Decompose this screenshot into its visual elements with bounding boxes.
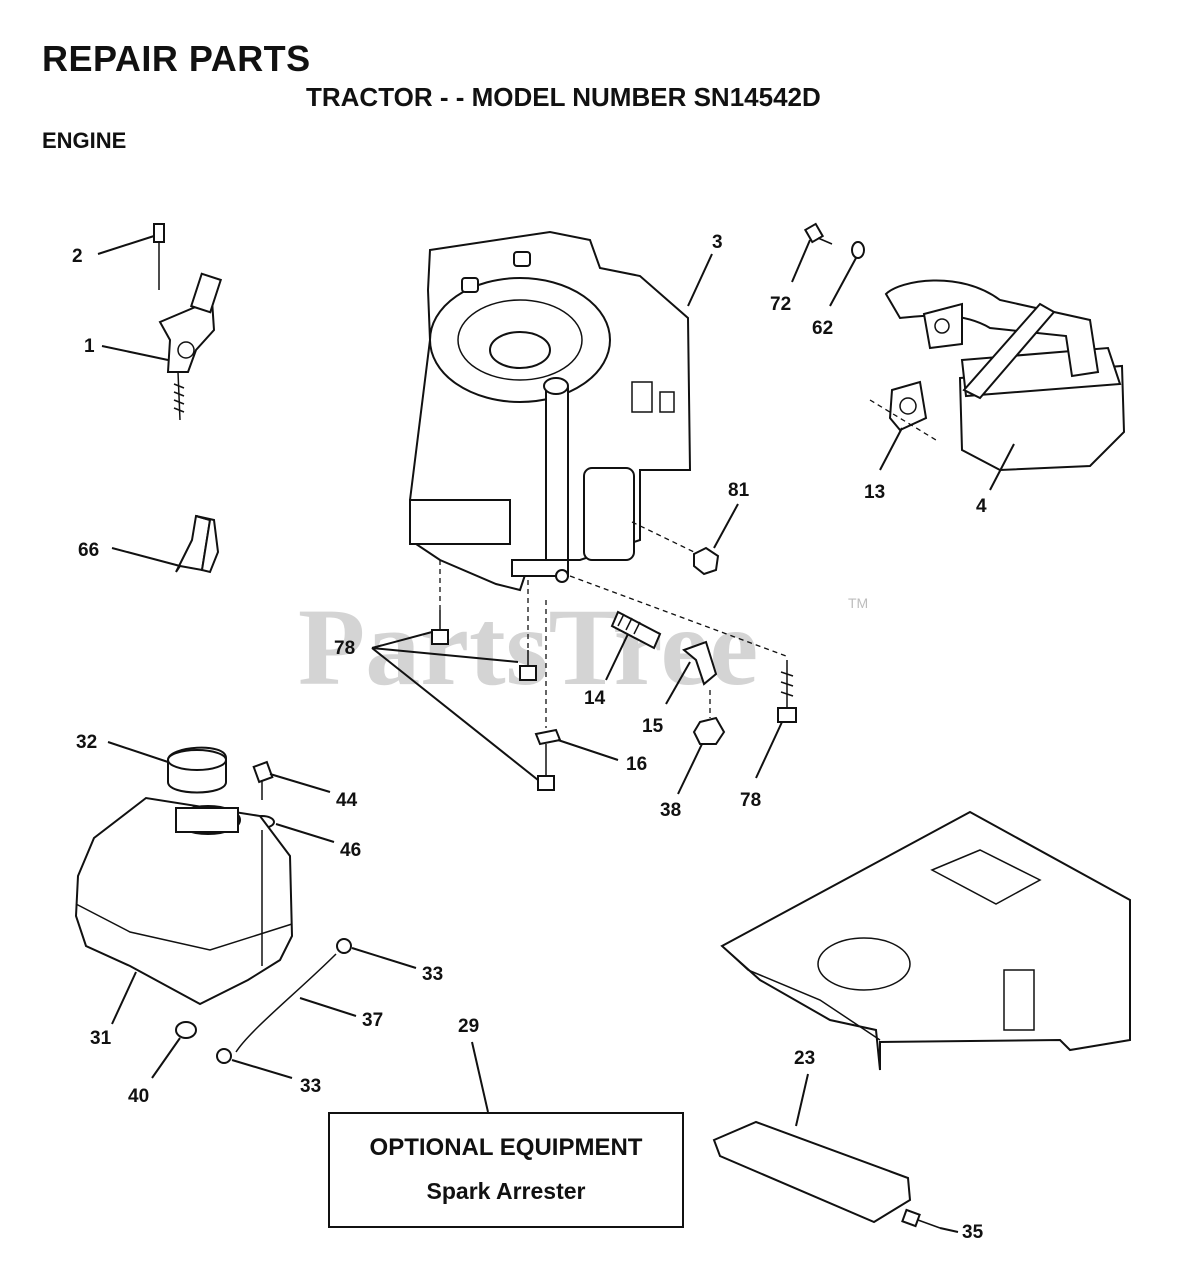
- optional-equipment-title: OPTIONAL EQUIPMENT: [369, 1134, 643, 1161]
- screw-part-35[interactable]: [901, 1208, 941, 1229]
- fuel-cap-part-32[interactable]: [167, 746, 227, 794]
- throttle-control-part[interactable]: [158, 272, 223, 421]
- callout-40: 40: [128, 1086, 149, 1107]
- fitting-part-44[interactable]: [252, 760, 274, 800]
- callout-78-left: 78: [334, 638, 355, 659]
- callout-31: 31: [90, 1028, 112, 1049]
- section-heading: ENGINE: [42, 128, 127, 153]
- callout-13: 13: [864, 482, 885, 503]
- callout-14: 14: [584, 688, 606, 709]
- fuel-tank-part-31[interactable]: [74, 796, 294, 1006]
- fuel-line-part-37[interactable]: [235, 953, 337, 1053]
- model-subtitle: TRACTOR - - MODEL NUMBER SN14542D: [306, 82, 821, 112]
- callout-35: 35: [962, 1222, 984, 1243]
- washer-part-62[interactable]: [851, 241, 865, 259]
- engine-part-3[interactable]: [409, 230, 692, 592]
- nut-part-81[interactable]: [693, 546, 720, 576]
- tractor-frame: [720, 810, 1131, 1071]
- bolt-part-72[interactable]: [803, 222, 833, 245]
- washer-part-16[interactable]: [534, 600, 562, 791]
- callout-15: 15: [642, 716, 664, 737]
- muffler-part-4[interactable]: [884, 279, 1126, 472]
- spark-arrester-label: Spark Arrester: [426, 1178, 586, 1204]
- callout-81: 81: [728, 480, 750, 501]
- nut-part-38[interactable]: [692, 716, 726, 745]
- screw-part-2[interactable]: [153, 223, 165, 290]
- fitting-part-14[interactable]: [610, 610, 662, 650]
- page-title: REPAIR PARTS: [42, 38, 311, 79]
- grommet-part-40[interactable]: [175, 1021, 197, 1039]
- callout-38: 38: [660, 800, 681, 821]
- callout-72: 72: [770, 294, 791, 315]
- callout-2: 2: [72, 246, 83, 267]
- callout-44: 44: [336, 790, 358, 811]
- callout-1: 1: [84, 336, 95, 357]
- callout-29: 29: [458, 1016, 479, 1037]
- clamp-part-33-top[interactable]: [336, 938, 352, 954]
- leader-lines: [97, 235, 1015, 1233]
- callout-66: 66: [78, 540, 99, 561]
- watermark-trademark: TM: [848, 595, 868, 611]
- callout-78-right: 78: [740, 790, 761, 811]
- optional-equipment-box: OPTIONAL EQUIPMENT Spark Arrester: [328, 1112, 684, 1228]
- bolt-part-78-right[interactable]: [777, 660, 797, 723]
- callout-3: 3: [712, 232, 723, 253]
- callout-62: 62: [812, 318, 833, 339]
- bracket-part-66[interactable]: [175, 514, 220, 574]
- bolt-part-78-middle[interactable]: [519, 580, 537, 681]
- callout-16: 16: [626, 754, 647, 775]
- callout-23: 23: [794, 1048, 815, 1069]
- callout-33-bottom: 33: [300, 1076, 321, 1097]
- callout-46: 46: [340, 840, 361, 861]
- bolt-part-78-left[interactable]: [431, 560, 449, 645]
- gasket-part-13[interactable]: [888, 380, 928, 432]
- callout-33-top: 33: [422, 964, 443, 985]
- callout-37: 37: [362, 1010, 383, 1031]
- callout-4: 4: [976, 496, 987, 517]
- heat-shield-part-23[interactable]: [712, 1120, 912, 1224]
- callout-32: 32: [76, 732, 97, 753]
- elbow-part-15[interactable]: [682, 640, 718, 686]
- clamp-part-33-bottom[interactable]: [216, 1048, 232, 1064]
